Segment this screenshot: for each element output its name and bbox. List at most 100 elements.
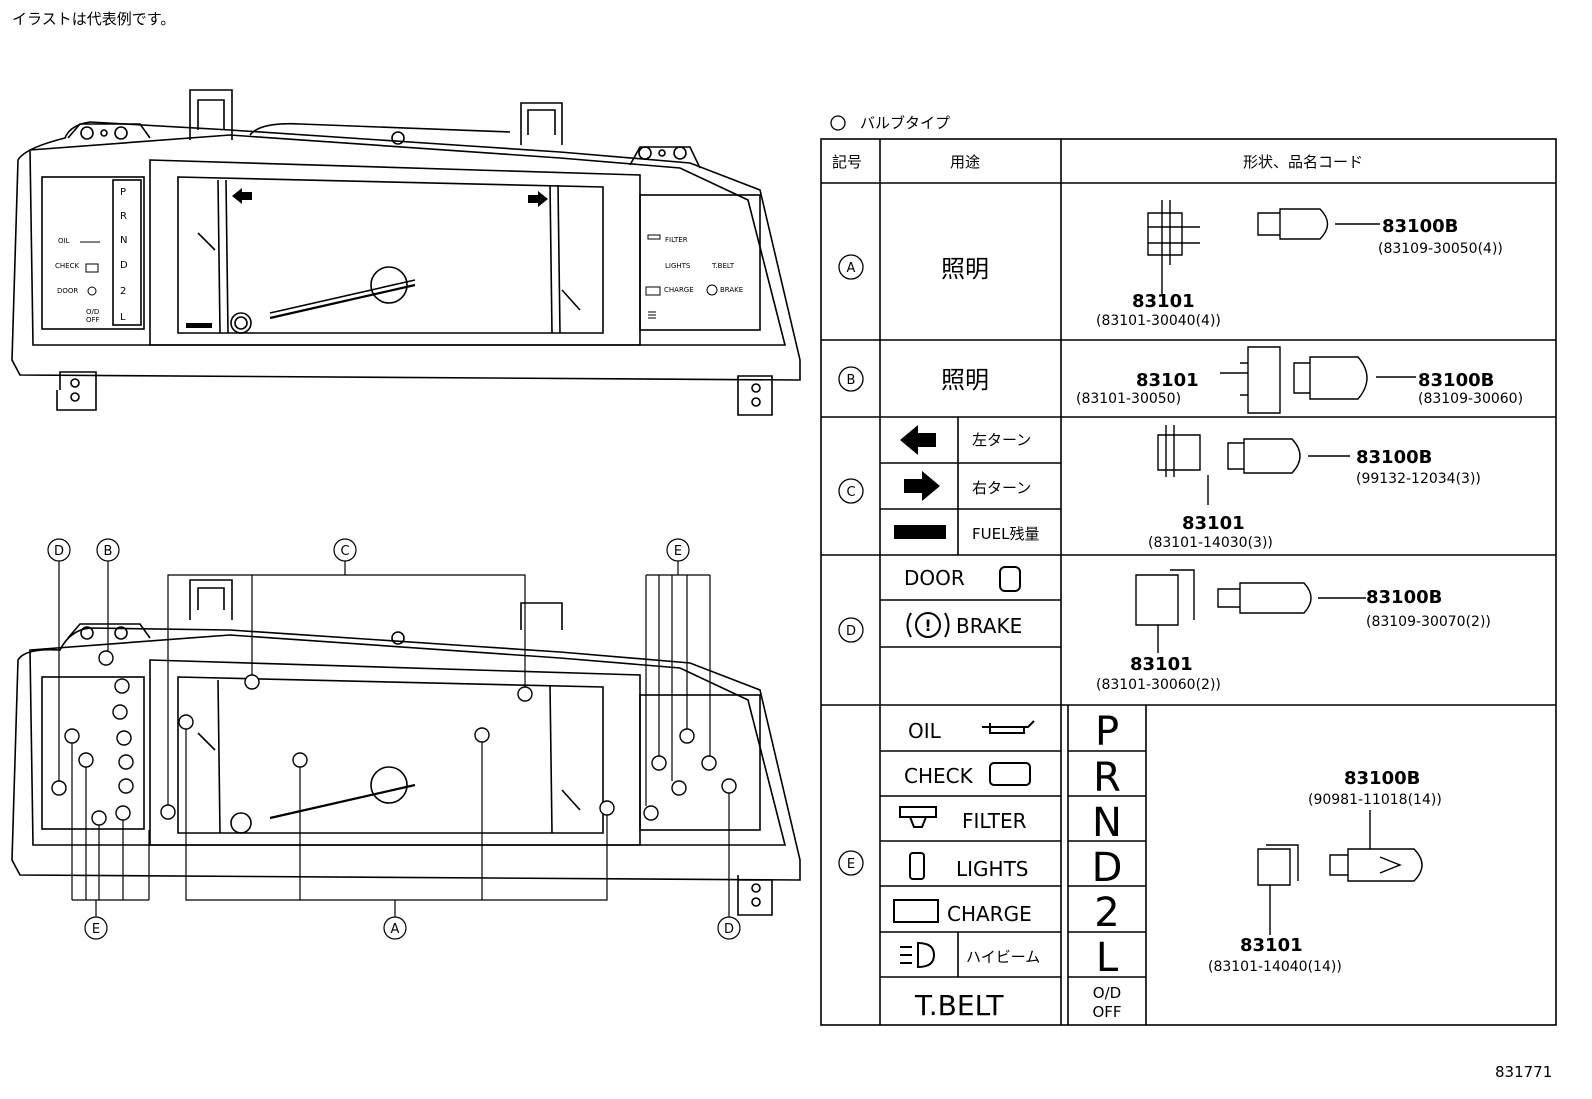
usage-door: DOOR [904,566,965,590]
usage-lights: LIGHTS [956,857,1029,881]
figure-id: 831771 [1495,1063,1553,1081]
gear-p: P [1095,709,1119,755]
callout-e-top: E [674,544,682,559]
usage-high-beam: ハイビーム [966,948,1040,966]
bulb-position-e [651,755,667,771]
right-turn-icon [904,471,940,501]
high-beam-icon [648,311,656,319]
callout-c: C [340,544,349,559]
bulb-position-a [599,800,615,816]
usage-right-turn: 右ターン [972,479,1031,497]
header-shape: 形状、品名コード [1243,153,1363,171]
bulb-code-d: (83109-30070(2)) [1366,614,1491,630]
bulb-position-e [643,805,659,821]
tbelt-label: T.BELT [711,262,735,270]
bulb-number-a: 83100B [1382,216,1458,237]
bulb-e [1329,848,1423,882]
fuel-icon [186,323,212,328]
bulb-number-b: 83100B [1418,370,1494,391]
bulb-position-c [244,674,260,690]
bulb-type-marker [830,115,846,131]
off-label: OFF [86,316,100,324]
bulb-position-e [115,805,131,821]
check-engine-icon [989,762,1031,786]
symbol-c: C [846,485,855,500]
check-engine-icon [85,263,99,273]
bulb-position-e [118,778,134,794]
door-open-icon [999,566,1021,592]
oil-filter-icon [899,806,937,828]
bulb-position-b [98,650,114,666]
bulb-c [1227,438,1301,474]
socket-code-b: (83101-30050) [1076,391,1181,407]
usage-fuel: FUEL残量 [972,525,1039,543]
charge-label: CHARGE [664,286,694,294]
callout-d-top: D [54,544,64,559]
mount-tab [520,102,563,145]
bulb-number-d: 83100B [1366,587,1442,608]
bulb-position-e [118,754,134,770]
socket-number-b: 83101 [1136,370,1199,391]
brake-label: BRAKE [720,286,743,294]
socket-code-a: (83101-30040(4)) [1096,313,1221,329]
symbol-d: D [846,624,856,639]
callout-a: A [391,922,400,937]
bulb-position-c [517,686,533,702]
left-turn-icon [232,188,252,204]
cluster-illustration-top: P R N D 2 L OIL CHECK DOOR O/D OFF FILTE… [11,89,801,416]
usage-check: CHECK [904,764,974,788]
bulb-b [1293,356,1368,400]
header-symbol: 記号 [832,153,862,171]
bulb-position-d [721,778,737,794]
right-turn-icon [528,191,548,207]
lights-icon [909,852,925,880]
oil-pressure-icon [982,720,1035,734]
illustration-note: イラストは代表例です。 [12,10,176,28]
gear-p: P [120,187,126,198]
battery-icon [645,286,661,296]
gear-2: 2 [120,286,126,297]
callout-b: B [104,544,113,559]
high-beam-icon [900,941,936,969]
bulb-code-a: (83109-30050(4)) [1378,241,1503,257]
bulb-code-e: (90981-11018(14)) [1308,792,1442,808]
socket-number-d: 83101 [1130,654,1193,675]
bulb-position-d [51,780,67,796]
fuel-gauge-icon [894,525,946,539]
bulb-d [1217,582,1312,614]
bulb-position-e [91,810,107,826]
cluster-housing [11,121,801,381]
table-frame [820,138,1557,1026]
socket-number-e: 83101 [1240,935,1303,956]
socket-code-e: (83101-14040(14)) [1208,959,1342,975]
door-label: DOOR [57,287,78,295]
gear-d: D [120,260,128,271]
bulb-number-e: 83100B [1344,768,1420,789]
bulb-position-e [78,752,94,768]
socket-code-d: (83101-30060(2)) [1096,677,1221,693]
brake-icon [706,284,718,296]
bulb-position-e [114,678,130,694]
usage-charge: CHARGE [947,902,1032,926]
bulb-position-e [116,730,132,746]
socket-b [1240,346,1281,414]
brake-warning-icon [915,612,941,638]
socket-code-c: (83101-14030(3)) [1148,535,1273,551]
gear-n: N [120,235,127,246]
symbol-e: E [847,857,855,872]
check-label: CHECK [55,262,79,270]
bulb-position-e [64,728,80,744]
gear-d: D [1092,845,1123,891]
bulb-position-a [292,752,308,768]
bulb-position-e [112,704,128,720]
symbol-a: A [847,261,856,276]
gear-l: L [120,312,126,323]
symbol-b: B [847,373,856,388]
usage-tbelt: T.BELT [914,989,1004,1022]
socket-number-c: 83101 [1182,513,1245,534]
filter-icon [647,234,661,240]
gear-r: R [1093,755,1121,801]
usage-oil: OIL [908,719,942,743]
bulb-position-a [178,714,194,730]
bulb-type-table: バルブタイプ 記号 用途 [820,114,1557,1026]
